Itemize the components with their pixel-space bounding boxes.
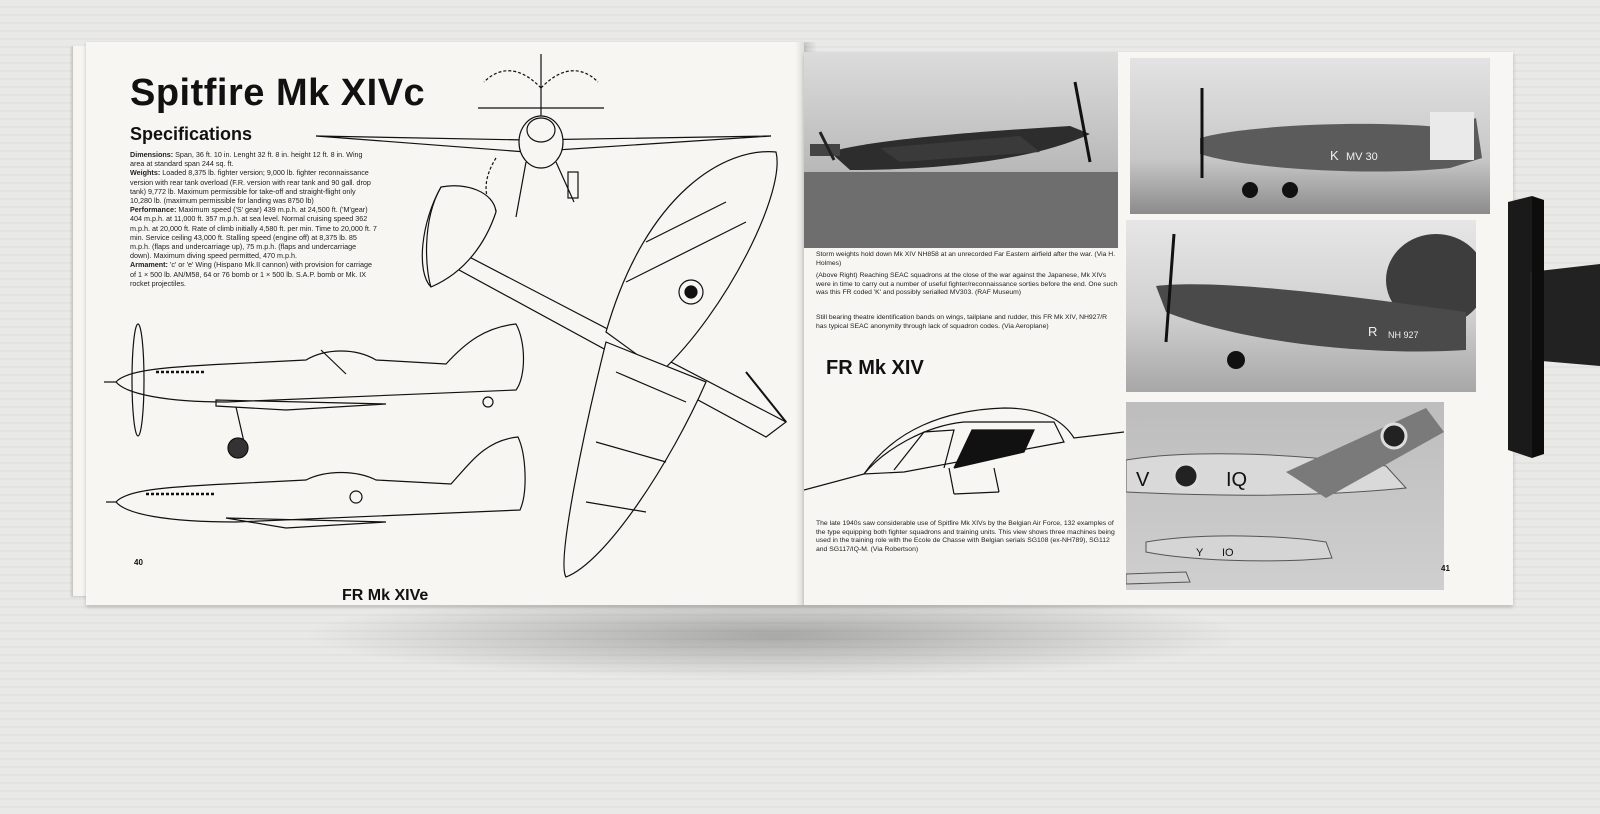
photo-3-caption: Still bearing theatre identification ban… [816,314,1108,330]
binder-clip [1508,196,1600,458]
photo-3-code-r: R [1368,324,1377,339]
photo-nh927-r: R NH 927 [1126,220,1476,392]
photo-4-code-v: V [1136,469,1150,491]
specifications-heading: Specifications [130,124,253,144]
photo-storm-weights [804,52,1118,248]
photo-1-image [804,52,1118,248]
photo-2-code-k: K [1330,148,1339,163]
spec-label-armament: Armament: [130,260,168,270]
plan-view-drawing [421,151,788,578]
photo-belgian-trainers: V IQ Y IO [1126,402,1444,590]
canopy-drawing [804,407,1124,495]
spec-label-weights: Weights: [130,168,161,178]
photo-4-code-y: Y [1196,547,1204,559]
spec-label-performance: Performance: [130,205,177,215]
photo-4-caption: The late 1940s saw considerable use of S… [816,520,1115,553]
photo-fr-coded-k: K MV 30 [1130,58,1490,214]
page-number-left: 40 [134,558,143,567]
photo-1-caption: Storm weights hold down Mk XIV NH858 at … [816,251,1116,267]
photo-3-image: R NH 927 [1126,220,1476,392]
photo-4-code-iq: IQ [1226,469,1247,491]
side-view-drawing-upper [104,323,525,459]
aircraft-line-drawings [104,54,788,578]
photo-2-image: K MV 30 [1130,58,1490,214]
side-view-drawing-lower [106,436,526,529]
drawing-caption: FR Mk XIVe [342,587,429,604]
photo-4-image: V IQ Y IO [1126,402,1444,590]
right-page: Storm weights hold down Mk XIV NH858 at … [804,52,1513,605]
left-page: Spitfire Mk XIVc Specifications Dimensio… [86,42,804,605]
photo-2-caption: (Above Right) Reaching SEAC squadrons at… [816,272,1118,297]
spec-text-performance: Maximum speed ('S' gear) 439 m.p.h. at 2… [130,205,377,261]
book-shadow [300,590,1250,680]
page-number-right: 41 [1441,564,1450,573]
section-title-fr-mk-xiv: FR Mk XIV [826,357,924,379]
spec-text-dimensions: Span, 36 ft. 10 in. Lenght 32 ft. 8 in. … [130,150,363,169]
page-title: Spitfire Mk XIVc [130,72,426,114]
spec-label-dimensions: Dimensions: [130,150,174,159]
photo-3-serial: NH 927 [1388,330,1419,340]
photo-4-code-io: IO [1222,547,1234,559]
photo-2-serial: MV 30 [1346,151,1378,163]
spec-text-armament: 'c' or 'e' Wing (Hispano Mk.II cannon) w… [130,260,372,288]
spec-text-weights: Loaded 8,375 lb. fighter version; 9,000 … [130,168,371,206]
specifications-text: Dimensions: Span, 36 ft. 10 in. Lenght 3… [130,150,378,288]
